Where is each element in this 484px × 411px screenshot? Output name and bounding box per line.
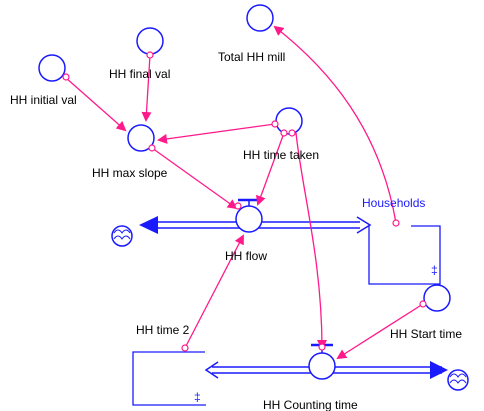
link-timetaken-to-countingtime[interactable]: [295, 132, 327, 350]
link-starttime-to-countingtime[interactable]: [336, 303, 424, 360]
cloud-source-icon: [111, 225, 133, 247]
link-households-to-totalhh[interactable]: [273, 25, 397, 224]
link-time2-to-flow[interactable]: [184, 234, 244, 349]
label-hh-initial-val: HH initial val: [10, 93, 77, 107]
cloud-sink-icon: [447, 369, 469, 391]
label-hh-max-slope: HH max slope: [92, 166, 168, 180]
label-hh-final-val: HH final val: [109, 67, 170, 81]
label-total-hh-mill: Total HH mill: [218, 50, 285, 64]
label-hh-counting-time: HH Counting time: [263, 398, 358, 411]
link-maxslope-to-flow[interactable]: [151, 147, 238, 210]
arrowhead-icon: [430, 361, 448, 379]
aux-hh-time-taken[interactable]: [275, 107, 303, 135]
arrowhead-icon: [139, 216, 158, 234]
stock-households[interactable]: ‡: [368, 225, 441, 285]
label-hh-time-taken: HH time taken: [243, 148, 319, 162]
aux-hh-max-slope[interactable]: [127, 124, 155, 152]
hh-counting-time-valve[interactable]: [308, 352, 336, 380]
link-final-to-maxslope[interactable]: [141, 54, 152, 122]
aux-hh-start-time[interactable]: [423, 284, 451, 312]
aux-hh-final-val[interactable]: [136, 27, 164, 55]
hh-flow-valve[interactable]: [235, 205, 263, 233]
drag-handle-icon[interactable]: ‡: [431, 263, 438, 277]
label-hh-flow: HH flow: [225, 249, 267, 263]
aux-total-hh-mill[interactable]: [246, 4, 274, 32]
link-initial-to-maxslope[interactable]: [65, 77, 127, 132]
label-households: Households: [362, 196, 425, 210]
label-hh-time-2: HH time 2: [136, 323, 190, 337]
link-timetaken-to-flow[interactable]: [256, 132, 285, 206]
stock-hh-time-2[interactable]: ‡: [132, 351, 206, 406]
label-hh-start-time: HH Start time: [390, 327, 462, 341]
link-timetaken-to-maxslope[interactable]: [157, 123, 276, 144]
aux-hh-initial-val[interactable]: [38, 54, 66, 82]
drag-handle-icon[interactable]: ‡: [194, 390, 201, 404]
